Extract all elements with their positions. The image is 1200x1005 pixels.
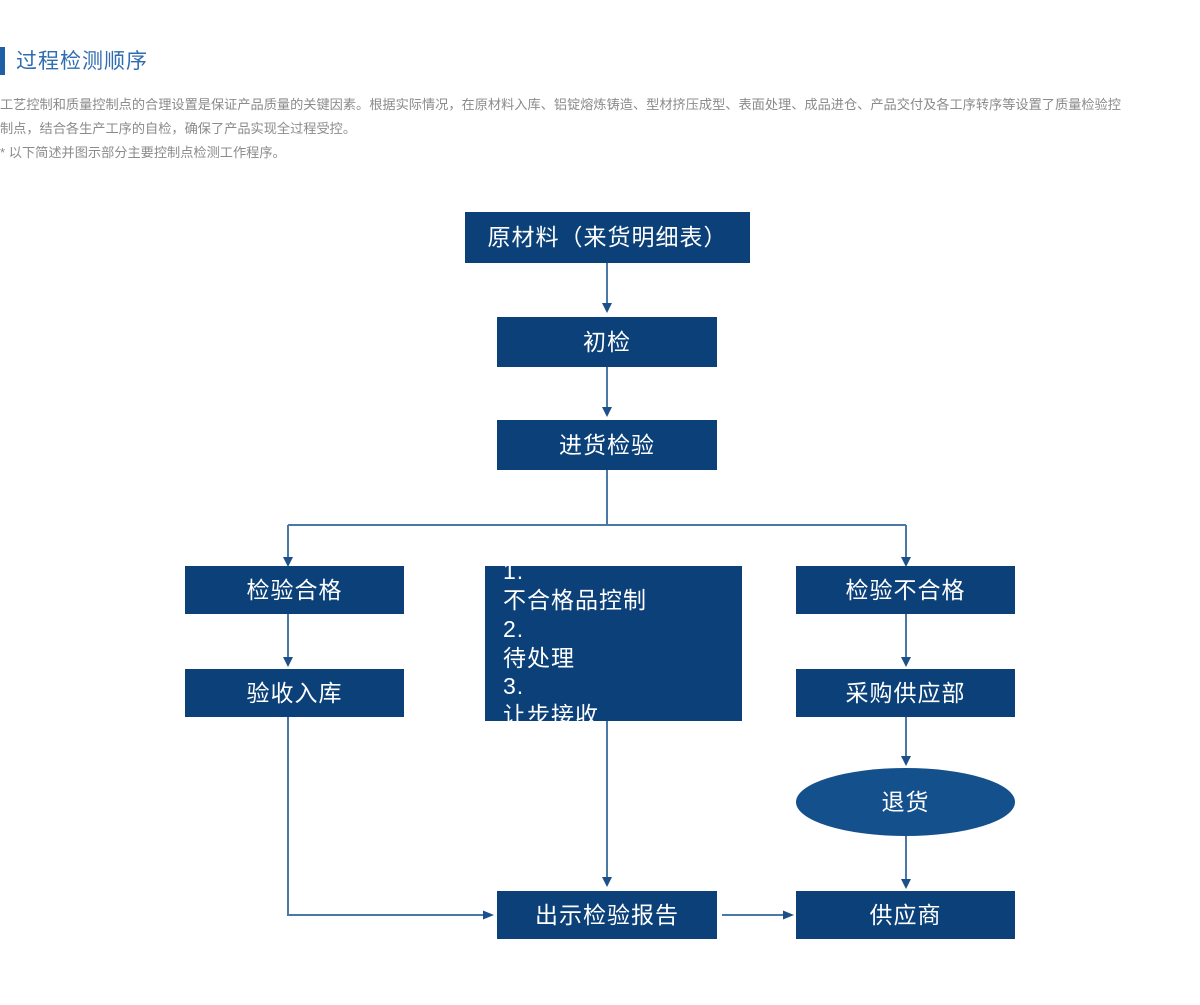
node-raw-material-label: 原材料（来货明细表） xyxy=(487,224,728,251)
node-inspection-pass-label: 检验合格 xyxy=(246,576,343,603)
node-return-goods[interactable]: 退货 xyxy=(796,768,1015,836)
node-nonconforming-text-3: 让步接收 xyxy=(503,702,599,728)
node-nonconforming-item-2: 2. 待处理 xyxy=(503,615,647,673)
node-return-goods-label: 退货 xyxy=(881,788,930,815)
intro-line-2: 制点，结合各生产工序的自检，确保了产品实现全过程受控。 xyxy=(0,121,357,136)
intro-paragraph: 工艺控制和质量控制点的合理设置是保证产品质量的关键因素。根据实际情况，在原材料入… xyxy=(0,93,1200,165)
title-row: 过程检测顺序 xyxy=(0,44,1200,78)
node-nonconforming-num-1: 1. xyxy=(503,558,525,585)
node-supplier-label: 供应商 xyxy=(869,901,942,928)
node-nonconforming-item-3: 3.让步接收 xyxy=(503,672,647,730)
node-nonconforming-control[interactable]: 1.不合格品控制 2. 待处理 3.让步接收 xyxy=(485,558,742,728)
intro-line-1: 工艺控制和质量控制点的合理设置是保证产品质量的关键因素。根据实际情况，在原材料入… xyxy=(0,97,1121,112)
node-inspection-fail[interactable]: 检验不合格 xyxy=(796,566,1015,614)
node-first-check-label: 初检 xyxy=(583,328,631,355)
node-purchasing-department[interactable]: 采购供应部 xyxy=(796,669,1015,717)
node-nonconforming-num-3: 3. xyxy=(503,673,525,700)
title-accent-bar xyxy=(0,47,5,75)
node-nonconforming-num-2: 2. xyxy=(503,615,525,642)
intro-line-3: * 以下简述并图示部分主要控制点检测工作程序。 xyxy=(0,145,286,160)
node-raw-material[interactable]: 原材料（来货明细表） xyxy=(465,212,750,263)
page-header: 过程检测顺序 xyxy=(0,44,1200,78)
node-inspection-report-label: 出示检验报告 xyxy=(535,901,679,928)
node-inspection-fail-label: 检验不合格 xyxy=(845,576,966,603)
node-inspection-pass[interactable]: 检验合格 xyxy=(185,566,404,614)
node-supplier[interactable]: 供应商 xyxy=(796,891,1015,939)
node-inspection-report[interactable]: 出示检验报告 xyxy=(497,891,717,939)
node-accept-storage[interactable]: 验收入库 xyxy=(185,669,404,717)
node-nonconforming-text-1: 不合格品控制 xyxy=(503,587,647,613)
node-incoming-inspection-label: 进货检验 xyxy=(559,431,655,458)
node-first-check[interactable]: 初检 xyxy=(497,317,717,367)
connector-storage-to-report xyxy=(287,717,494,920)
page-title: 过程检测顺序 xyxy=(16,49,148,73)
node-accept-storage-label: 验收入库 xyxy=(246,679,343,706)
node-incoming-inspection[interactable]: 进货检验 xyxy=(497,420,717,470)
node-nonconforming-text-2: 待处理 xyxy=(503,644,575,671)
node-purchasing-department-label: 采购供应部 xyxy=(845,679,966,706)
node-nonconforming-item-1: 1.不合格品控制 xyxy=(503,557,647,615)
